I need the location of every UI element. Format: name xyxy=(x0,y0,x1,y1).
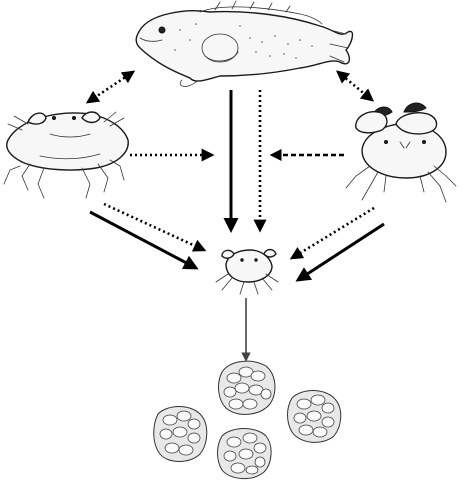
small-crab-icon xyxy=(216,250,278,295)
arrow-mudcrab-smallcrab-dotted xyxy=(292,208,374,258)
arrow-toadfish-bluecrab xyxy=(88,72,133,102)
toadfish-icon xyxy=(136,1,352,86)
oyster-cluster-icon xyxy=(218,429,272,479)
oyster-cluster-icon xyxy=(288,391,341,443)
arrow-toadfish-mudcrab xyxy=(338,72,372,100)
mud-crab-icon xyxy=(346,103,456,202)
oyster-cluster-icon xyxy=(219,361,275,414)
arrow-mudcrab-smallcrab-solid xyxy=(298,224,384,280)
arrow-bluecrab-smallcrab-solid xyxy=(90,212,196,268)
blue-crab-icon xyxy=(4,112,128,198)
arrows xyxy=(88,72,384,360)
oyster-cluster-icon xyxy=(154,407,207,462)
